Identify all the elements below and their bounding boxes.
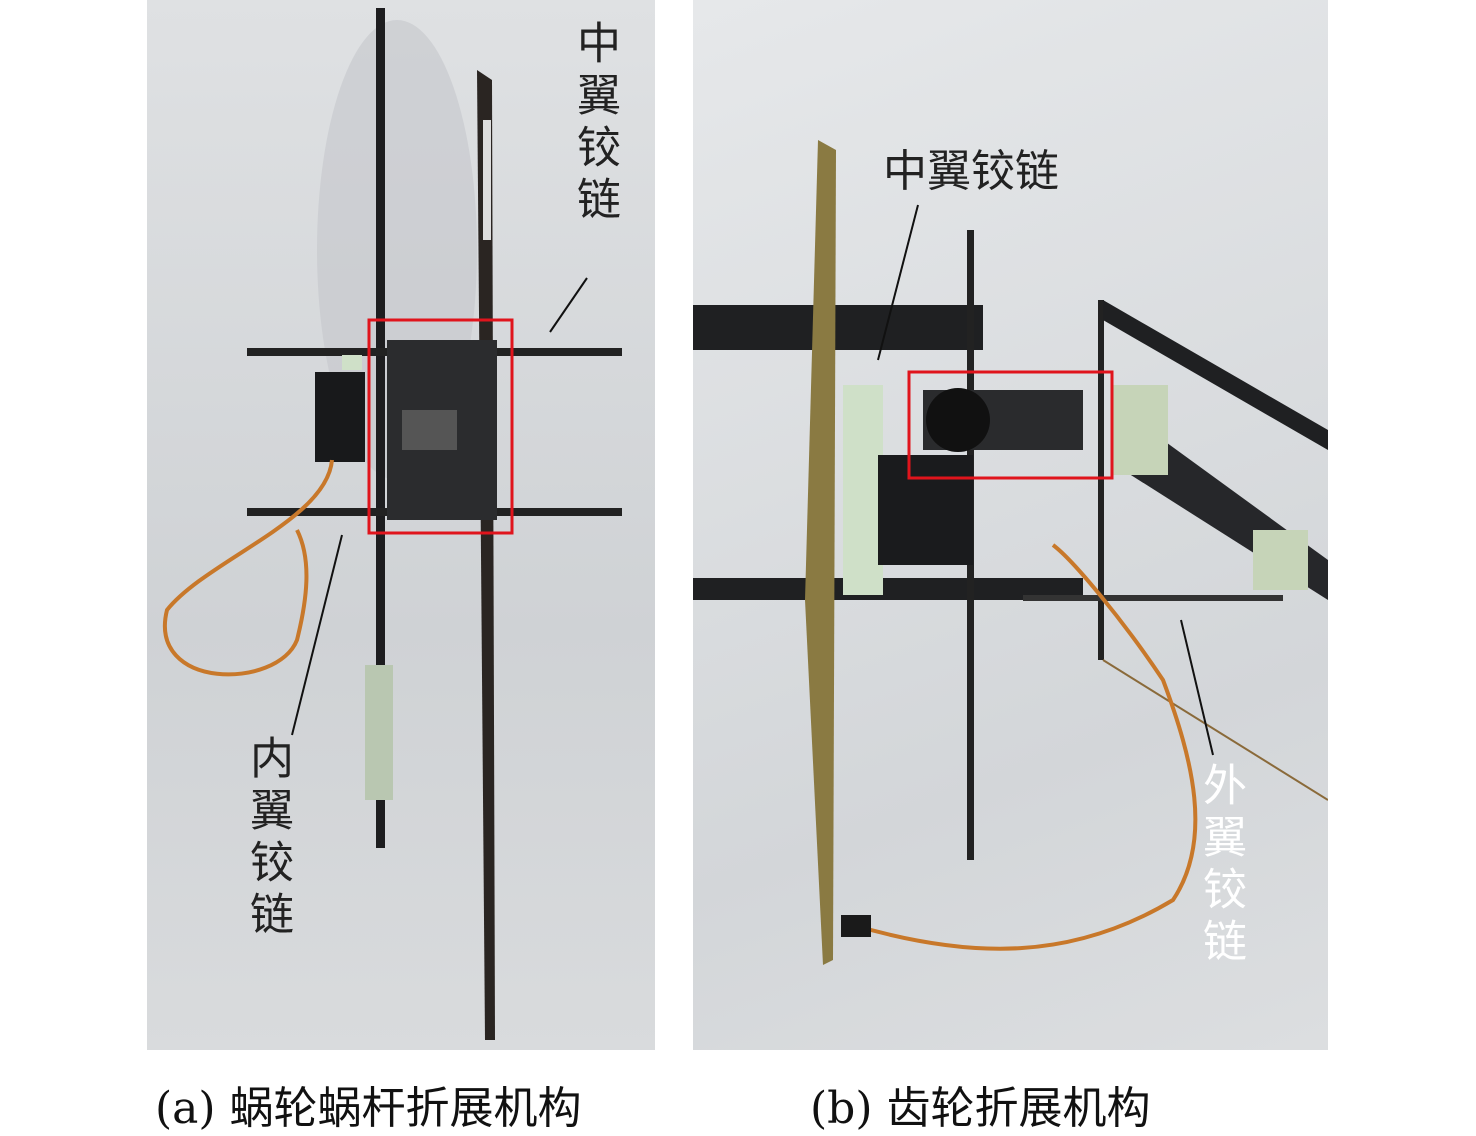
highlight-box-worm-gear (367, 318, 514, 535)
worm-gear-illustration (162, 8, 622, 1040)
label-middle-hinge: 中翼铰链 (569, 20, 620, 228)
label-inner-hinge: 内翼铰链 (242, 735, 293, 943)
leader-line-inner-hinge (291, 534, 343, 736)
photo-worm-gear-mechanism: 中翼铰链 内翼铰链 (147, 0, 655, 1050)
label-outer-hinge: 外翼铰链 (1195, 762, 1246, 970)
caption-panel-b: (b) 齿轮折展机构 (810, 1083, 1151, 1134)
label-middle-hinge: 中翼铰链 (883, 146, 1059, 197)
leader-line-middle-hinge (549, 277, 588, 333)
highlight-box-gear (907, 370, 1114, 480)
photo-gear-mechanism: 中翼铰链 外翼铰链 (693, 0, 1328, 1050)
caption-panel-a: (a) 蜗轮蜗杆折展机构 (155, 1083, 582, 1134)
leader-line-outer-hinge (1180, 619, 1214, 756)
gear-mechanism-illustration (693, 140, 1328, 965)
leader-line-middle-hinge (877, 204, 919, 361)
